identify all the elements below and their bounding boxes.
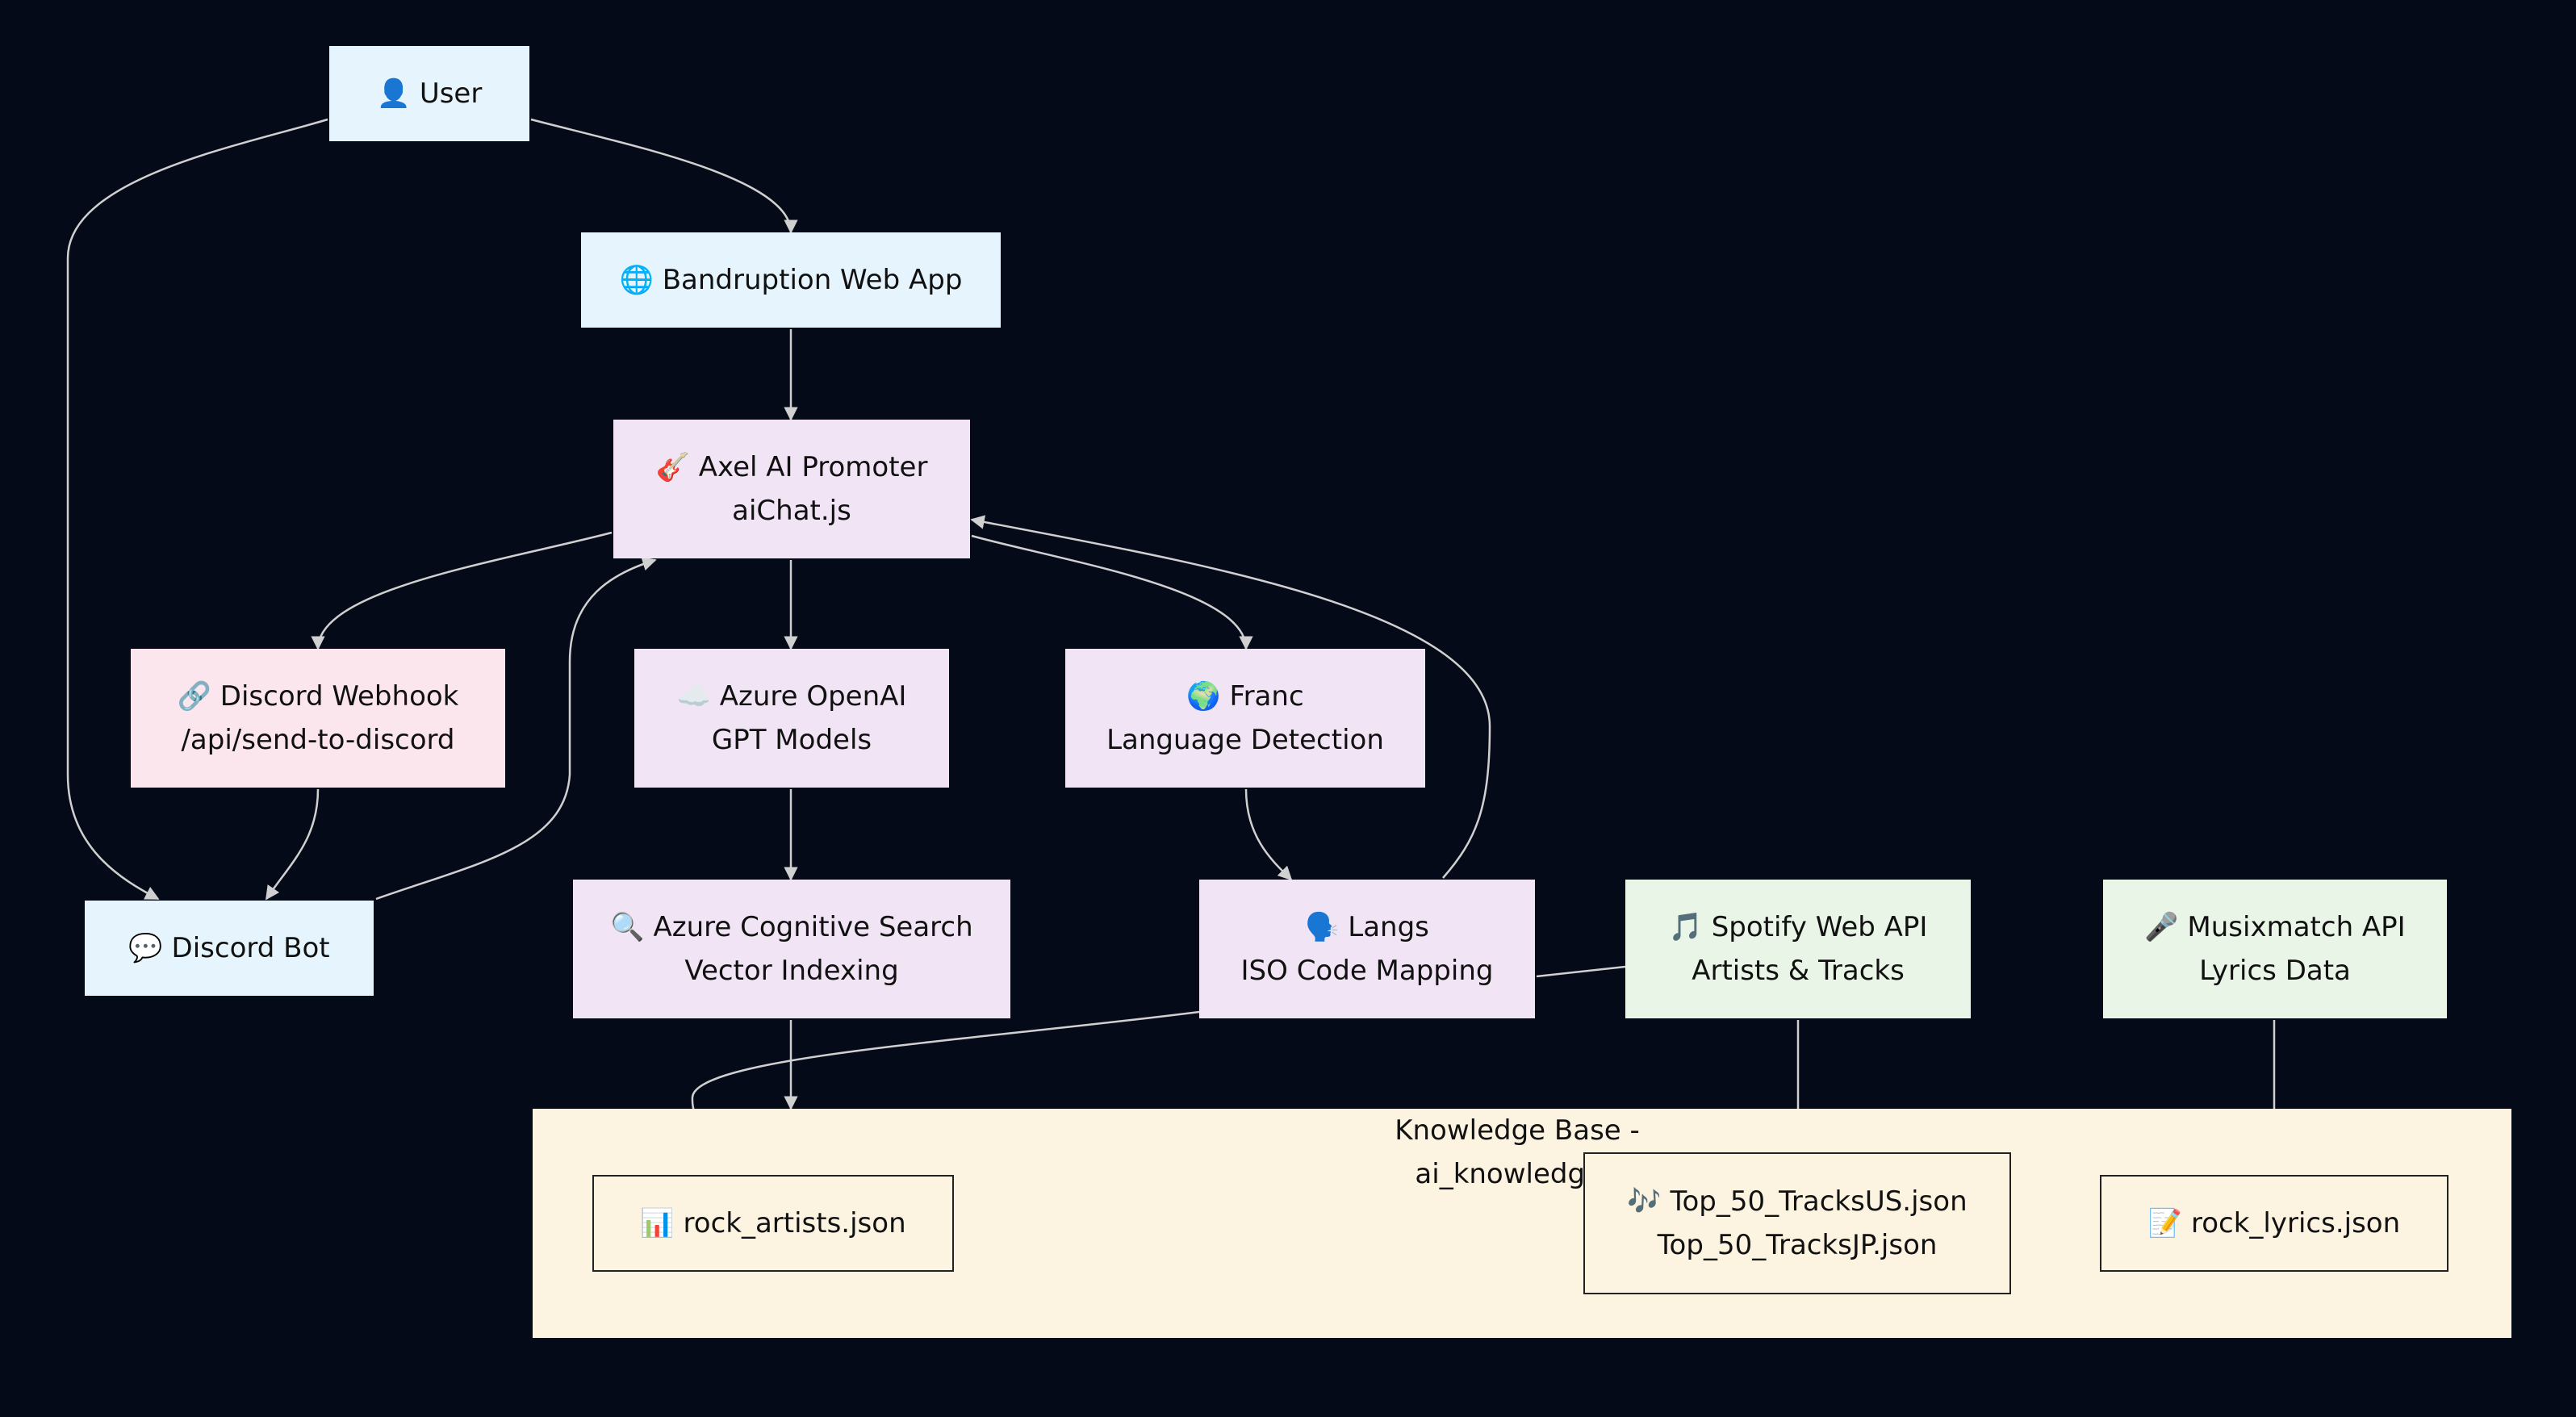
node-spotify-sublabel: Artists & Tracks — [1692, 955, 1905, 987]
speech-bubble-icon: 💬 — [128, 932, 163, 964]
node-rock-artists-label: rock_artists.json — [683, 1207, 906, 1239]
node-openai-label: Azure OpenAI — [719, 680, 907, 713]
node-franc-sublabel: Language Detection — [1106, 724, 1384, 756]
node-langs-label: Langs — [1348, 911, 1429, 943]
bar-chart-icon: 📊 — [640, 1207, 675, 1239]
magnifier-icon: 🔍 — [610, 911, 645, 943]
node-spotify-label: Spotify Web API — [1711, 911, 1928, 943]
edge-spotify-to-langs — [1536, 965, 1626, 978]
link-icon: 🔗 — [177, 680, 211, 713]
node-user-label: User — [419, 77, 483, 110]
knowledge-base-title-line-1: Knowledge Base - — [1395, 1114, 1640, 1147]
edge-user-to-webapp — [530, 118, 798, 234]
globe-icon: 🌐 — [619, 264, 654, 296]
node-search-sublabel: Vector Indexing — [684, 955, 899, 987]
node-webapp[interactable]: 🌐 Bandruption Web App — [581, 232, 1001, 328]
edge-webhook-to-discord-bot — [265, 788, 320, 901]
node-langs[interactable]: 🗣️ Langs ISO Code Mapping — [1199, 880, 1535, 1018]
microphone-icon: 🎤 — [2144, 911, 2179, 943]
edge-franc-to-langs — [1244, 788, 1293, 881]
edge-user-to-discord-bot — [66, 118, 328, 901]
node-openai-sublabel: GPT Models — [711, 724, 872, 756]
node-top-50-tracks-json[interactable]: 🎶 Top_50_TracksUS.json Top_50_TracksJP.j… — [1583, 1152, 2011, 1294]
node-langs-sublabel: ISO Code Mapping — [1240, 955, 1494, 987]
node-musixmatch-api[interactable]: 🎤 Musixmatch API Lyrics Data — [2103, 880, 2447, 1018]
node-musixmatch-label: Musixmatch API — [2187, 911, 2406, 943]
node-franc[interactable]: 🌍 Franc Language Detection — [1065, 649, 1425, 788]
earth-icon: 🌍 — [1186, 680, 1221, 713]
node-franc-label: Franc — [1229, 680, 1304, 713]
node-azure-openai[interactable]: ☁️ Azure OpenAI GPT Models — [634, 649, 949, 788]
guitar-icon: 🎸 — [655, 451, 690, 483]
node-webhook-label: Discord Webhook — [220, 680, 459, 713]
edge-axel-to-franc — [971, 534, 1253, 650]
node-discord-bot[interactable]: 💬 Discord Bot — [85, 901, 374, 996]
node-axel-label: Axel AI Promoter — [698, 451, 928, 483]
node-user[interactable]: 👤 User — [329, 46, 529, 141]
node-rock-lyrics-json[interactable]: 📝 rock_lyrics.json — [2100, 1175, 2448, 1272]
node-top-tracks-us-label: Top_50_TracksUS.json — [1670, 1185, 1968, 1218]
node-spotify-web-api[interactable]: 🎵 Spotify Web API Artists & Tracks — [1625, 880, 1971, 1018]
memo-icon: 📝 — [2147, 1207, 2183, 1239]
edge-axel-to-webhook — [311, 531, 613, 650]
node-axel-sublabel: aiChat.js — [732, 495, 851, 527]
edge-langs-to-axel — [970, 515, 1491, 879]
node-musixmatch-sublabel: Lyrics Data — [2199, 955, 2351, 987]
node-discord-webhook[interactable]: 🔗 Discord Webhook /api/send-to-discord — [131, 649, 505, 788]
music-note-icon: 🎵 — [1668, 911, 1703, 943]
node-discord-bot-label: Discord Bot — [171, 932, 330, 964]
edge-discord-bot-to-axel — [375, 557, 657, 901]
node-webhook-sublabel: /api/send-to-discord — [181, 724, 455, 756]
musical-notes-icon: 🎶 — [1627, 1185, 1662, 1218]
node-axel-ai-promoter[interactable]: 🎸 Axel AI Promoter aiChat.js — [613, 420, 970, 558]
speaking-head-icon: 🗣️ — [1305, 911, 1340, 943]
node-search-label: Azure Cognitive Search — [653, 911, 973, 943]
node-azure-cognitive-search[interactable]: 🔍 Azure Cognitive Search Vector Indexing — [573, 880, 1010, 1018]
node-rock-artists-json[interactable]: 📊 rock_artists.json — [592, 1175, 954, 1272]
user-icon: 👤 — [376, 77, 412, 110]
node-rock-lyrics-label: rock_lyrics.json — [2191, 1207, 2401, 1239]
node-top-tracks-jp-label: Top_50_TracksJP.json — [1657, 1229, 1938, 1261]
node-webapp-label: Bandruption Web App — [662, 264, 963, 296]
cloud-icon: ☁️ — [676, 680, 711, 713]
